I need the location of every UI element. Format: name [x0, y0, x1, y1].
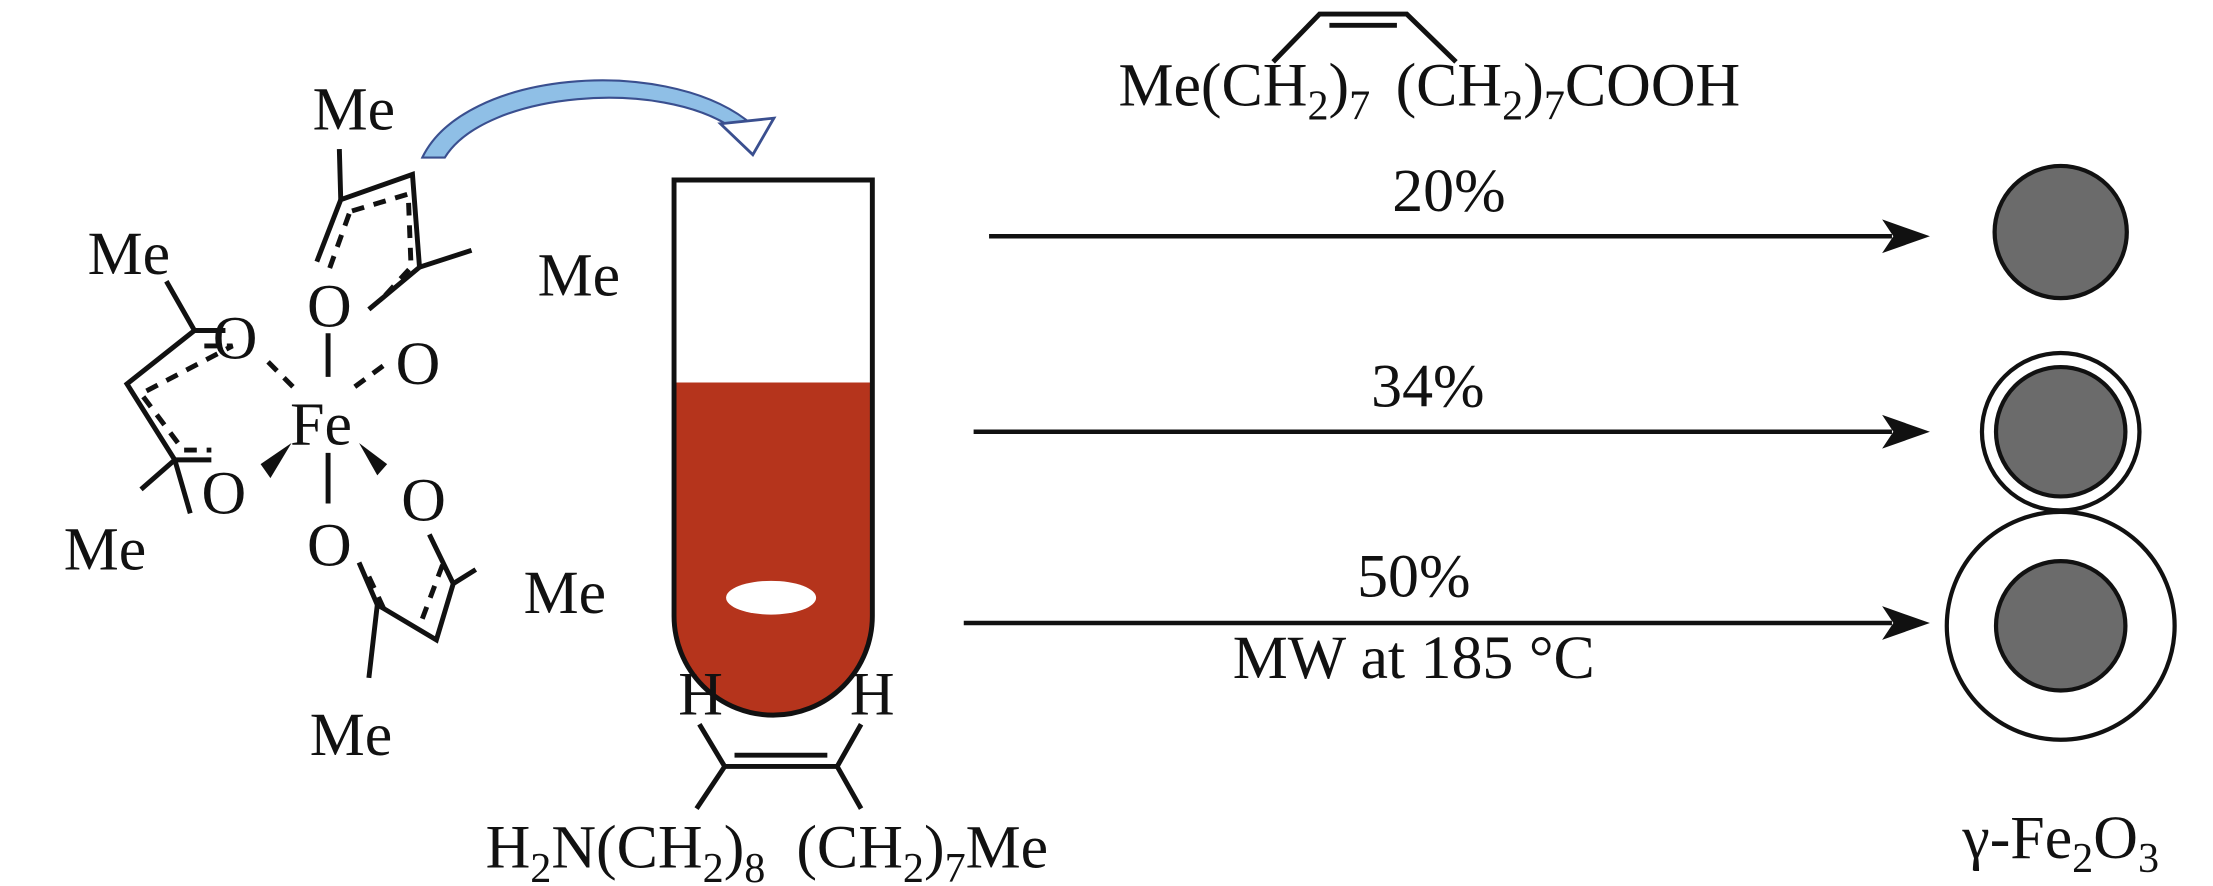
condition-label: MW at 185 °C [1233, 624, 1595, 692]
methyl-label: Me [310, 701, 392, 769]
hashed-bond [263, 356, 389, 389]
bond [314, 198, 344, 263]
oleylamine: H H H2N(CH2)8(CH2)7Me [486, 660, 1049, 886]
reaction-arrow-1: 20% [989, 157, 1930, 254]
yield-label: 20% [1392, 157, 1505, 225]
nanoparticle-1 [1992, 163, 2129, 301]
methyl-label: Me [64, 516, 146, 584]
o-label: O [401, 466, 446, 534]
arrowhead-icon [1882, 414, 1930, 449]
oleic-acid-formula: Me(CH2)7(CH2)7COOH [1118, 51, 1740, 129]
bond [418, 247, 473, 270]
yield-label: 34% [1371, 352, 1484, 420]
methyl-label: Me [313, 75, 395, 143]
bond [356, 561, 478, 644]
reaction-arrow-3: 50% MW at 185 °C [963, 542, 1930, 692]
solution-fill [674, 382, 873, 716]
h-label: H [678, 660, 723, 728]
h-label: H [850, 660, 895, 728]
o-label: O [307, 272, 352, 340]
product-label: γ-Fe2O3 [1961, 804, 2159, 882]
reaction-tube [671, 177, 875, 718]
arrowhead-icon [1882, 219, 1930, 254]
wedge-bond [260, 443, 292, 479]
yield-label: 50% [1357, 542, 1470, 610]
reaction-arrow-2: 34% [973, 352, 1930, 449]
methyl-label: Me [538, 241, 620, 309]
stir-bar [726, 580, 817, 615]
bond [174, 328, 226, 463]
nanoparticle-2 [1979, 350, 2142, 513]
methyl-label: Me [524, 559, 606, 627]
fe-label: Fe [290, 390, 352, 458]
o-label: O [202, 459, 247, 527]
delocalized-bond [366, 561, 446, 620]
bond [123, 280, 198, 515]
delocalized-bond [137, 343, 234, 453]
nanoparticle-3 [1944, 509, 2177, 742]
bond [336, 149, 423, 312]
wedge-bond [359, 443, 388, 476]
o-label: O [307, 511, 352, 579]
oleic-acid: Me(CH2)7(CH2)7COOH [1118, 11, 1740, 130]
bond [694, 765, 864, 811]
o-label: O [213, 305, 258, 373]
methyl-label: Me [88, 220, 170, 288]
fe-acac-complex: Fe O O O O O O Me Me Me Me Me Me [64, 75, 620, 769]
bond [697, 723, 864, 769]
bond [366, 533, 456, 679]
bond [139, 458, 177, 492]
o-label: O [396, 330, 441, 398]
delocalized-bond [327, 190, 414, 303]
oleylamine-formula: H2N(CH2)8(CH2)7Me [486, 814, 1049, 886]
bond [1271, 11, 1458, 64]
curved-arrow-icon [420, 79, 777, 159]
arrowhead-icon [1882, 606, 1930, 640]
